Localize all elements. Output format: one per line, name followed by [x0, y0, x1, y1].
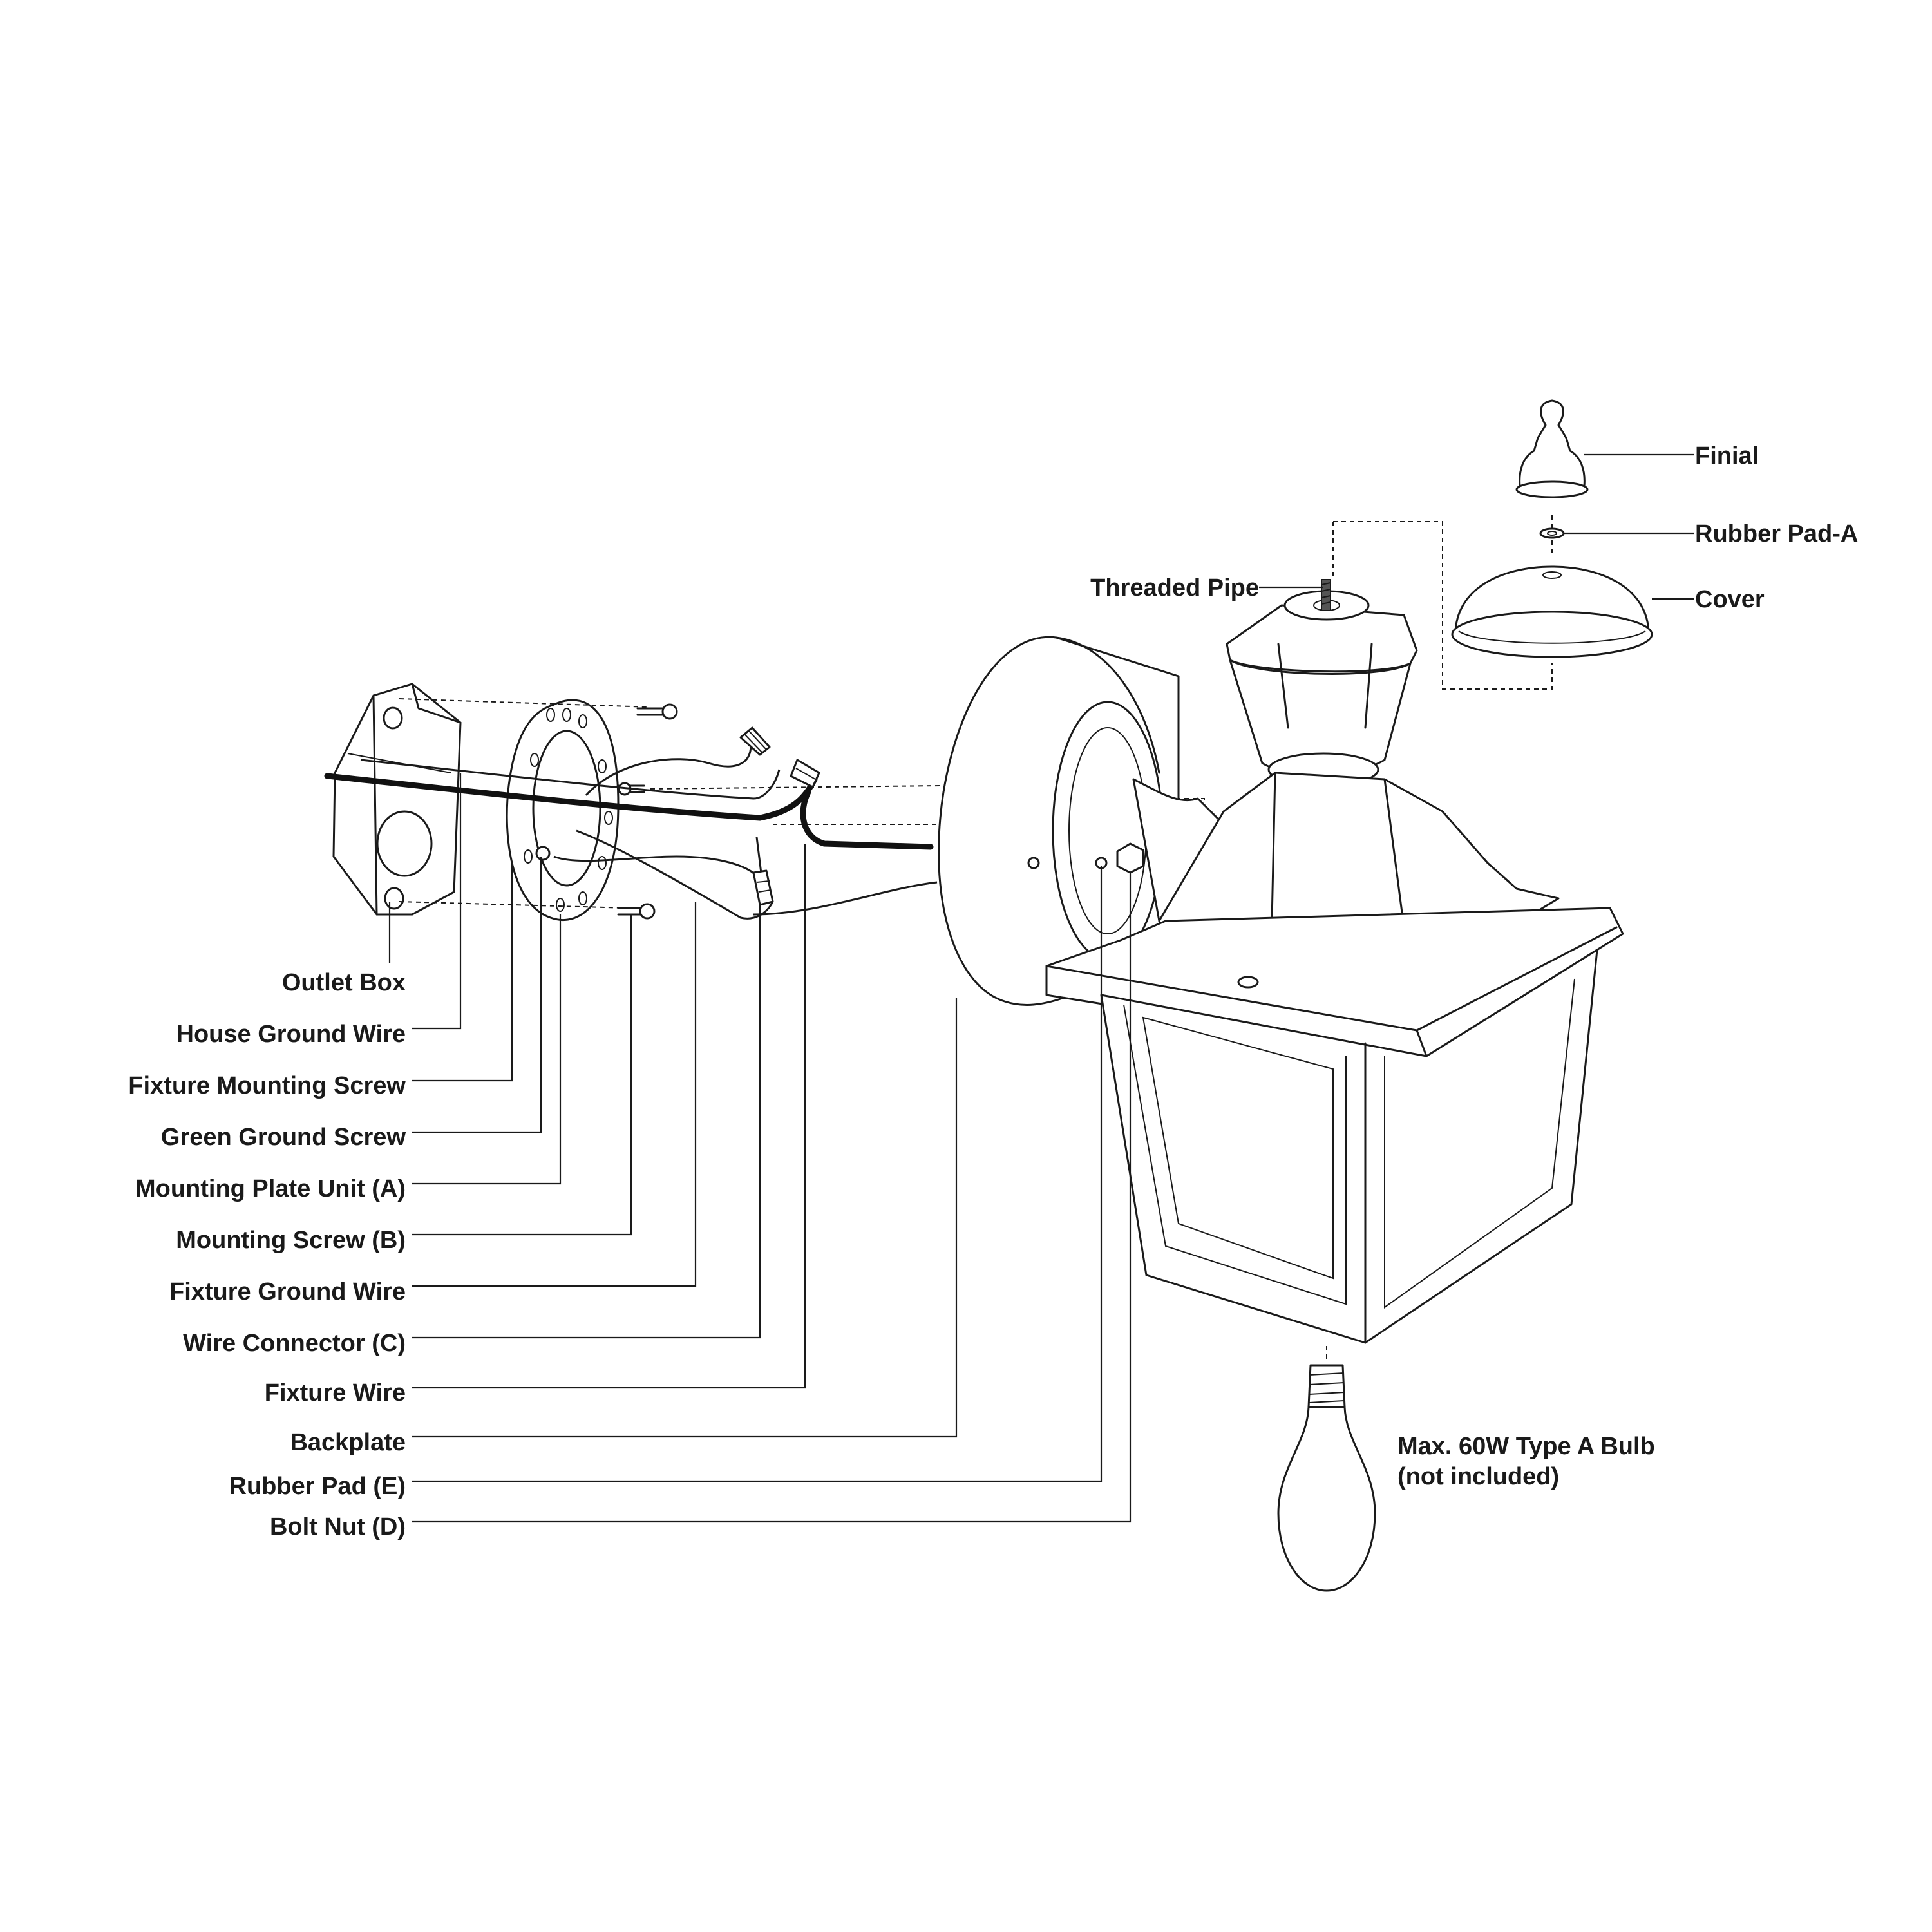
label-bulb-line2: (not included): [1397, 1463, 1559, 1490]
label-fixture-wire: Fixture Wire: [265, 1379, 406, 1406]
mounting-screw-top: [636, 703, 678, 720]
bolt-nut: [1116, 842, 1144, 874]
label-bulb-line1: Max. 60W Type A Bulb: [1397, 1433, 1655, 1460]
label-fixture-mounting-screw: Fixture Mounting Screw: [128, 1072, 406, 1099]
label-bolt-nut: Bolt Nut (D): [270, 1513, 406, 1540]
lantern-roof: [1045, 772, 1624, 1057]
label-cover: Cover: [1695, 586, 1765, 613]
mounting-plate: [506, 699, 620, 922]
label-green-ground-screw: Green Ground Screw: [161, 1124, 406, 1151]
wire-connector-3: [752, 869, 774, 906]
lantern-top-cap: [1226, 590, 1418, 787]
cover: [1451, 565, 1653, 658]
label-outlet-box: Outlet Box: [282, 969, 406, 996]
lantern-glass-housing: [1100, 949, 1598, 1344]
label-backplate: Backplate: [290, 1429, 406, 1456]
label-fixture-ground-wire: Fixture Ground Wire: [169, 1278, 406, 1305]
label-rubber-pad-e: Rubber Pad (E): [229, 1473, 406, 1500]
outlet-box: [332, 683, 462, 916]
part-labels: Outlet Box House Ground Wire Fixture Mou…: [128, 442, 1858, 1540]
label-mounting-plate-unit: Mounting Plate Unit (A): [135, 1175, 406, 1202]
label-house-ground-wire: House Ground Wire: [176, 1021, 406, 1048]
threaded-pipe: [1321, 579, 1331, 611]
finial: [1515, 399, 1589, 498]
label-finial: Finial: [1695, 442, 1759, 469]
label-mounting-screw: Mounting Screw (B): [176, 1227, 406, 1254]
bulb: [1277, 1346, 1376, 1592]
wire-connector-2: [790, 759, 820, 788]
label-wire-connector: Wire Connector (C): [183, 1330, 406, 1357]
wire-connector-1: [739, 726, 771, 756]
mounting-screw-bottom: [617, 903, 656, 920]
label-threaded-pipe: Threaded Pipe: [1090, 574, 1259, 601]
rubber-pad-a: [1539, 527, 1565, 539]
leader-lines: [388, 453, 1694, 1523]
label-rubber-pad-a: Rubber Pad-A: [1695, 520, 1858, 547]
